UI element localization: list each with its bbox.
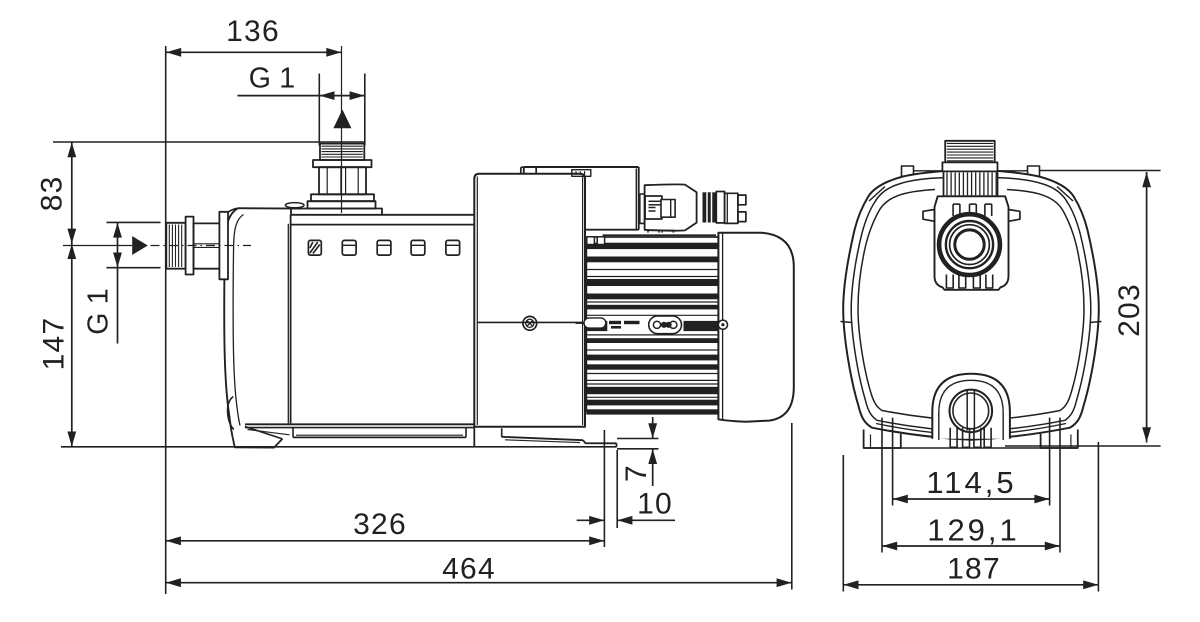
svg-text:114,5: 114,5 <box>926 465 1016 500</box>
svg-text:147: 147 <box>37 317 70 371</box>
svg-text:136: 136 <box>226 15 280 48</box>
svg-text:G 1: G 1 <box>249 62 296 94</box>
svg-text:10: 10 <box>637 487 673 520</box>
svg-text:7: 7 <box>620 464 653 482</box>
svg-text:G 1: G 1 <box>82 288 114 335</box>
svg-text:326: 326 <box>353 508 407 541</box>
svg-text:187: 187 <box>947 553 1001 586</box>
svg-text:203: 203 <box>1113 283 1146 337</box>
svg-text:129,1: 129,1 <box>927 513 1020 548</box>
svg-text:83: 83 <box>36 176 69 212</box>
svg-text:464: 464 <box>442 553 496 586</box>
